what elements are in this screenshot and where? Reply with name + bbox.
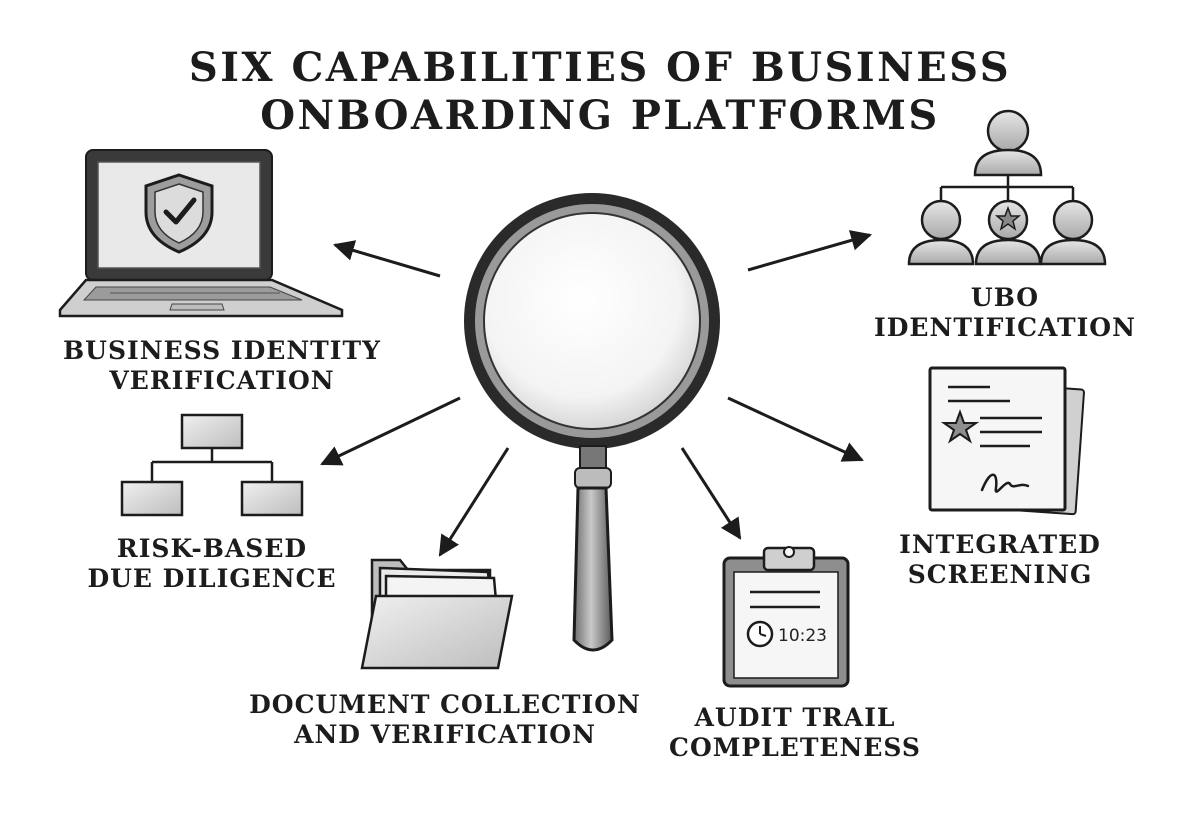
magnifying-glass-icon [464, 193, 720, 652]
capability-label-risk-based: RISK-BASED DUE DILIGENCE [87, 534, 337, 593]
arrows [320, 230, 873, 557]
person-right [1039, 199, 1107, 266]
arrow-to-ubo [747, 230, 873, 272]
capability-label-audit-trail: AUDIT TRAIL COMPLETENESS [669, 703, 921, 762]
arrow-to-screening [727, 396, 864, 462]
person-top [973, 109, 1043, 177]
arrow-to-risk [320, 396, 461, 466]
capability-label-ubo: UBO IDENTIFICATION [874, 283, 1136, 342]
capability-label-document-collection: DOCUMENT COLLECTION AND VERIFICATION [249, 690, 641, 749]
document-icon [928, 366, 1085, 516]
arrow-to-documents [438, 447, 510, 557]
clipboard-icon: 10:23 [722, 546, 850, 688]
title-line-2: ONBOARDING PLATFORMS [260, 92, 940, 139]
capability-label-business-identity: BUSINESS IDENTITY VERIFICATION [63, 336, 381, 395]
clipboard-time: 10:23 [778, 626, 827, 646]
folder-icon [360, 558, 514, 670]
capability-label-integrated-screening: INTEGRATED SCREENING [899, 530, 1101, 589]
diagram-title: SIX CAPABILITIES OF BUSINESS ONBOARDING … [0, 44, 1200, 140]
title-line-1: SIX CAPABILITIES OF BUSINESS [188, 44, 1012, 91]
person-left [907, 199, 975, 266]
org-chart-icon [120, 413, 304, 517]
clock-icon [746, 620, 774, 648]
arrow-to-identity [332, 240, 441, 278]
arrow-to-audit [680, 447, 742, 540]
person-center-star [974, 199, 1042, 266]
ownership-tree-icon [907, 109, 1107, 266]
shield-laptop-icon [58, 149, 344, 318]
